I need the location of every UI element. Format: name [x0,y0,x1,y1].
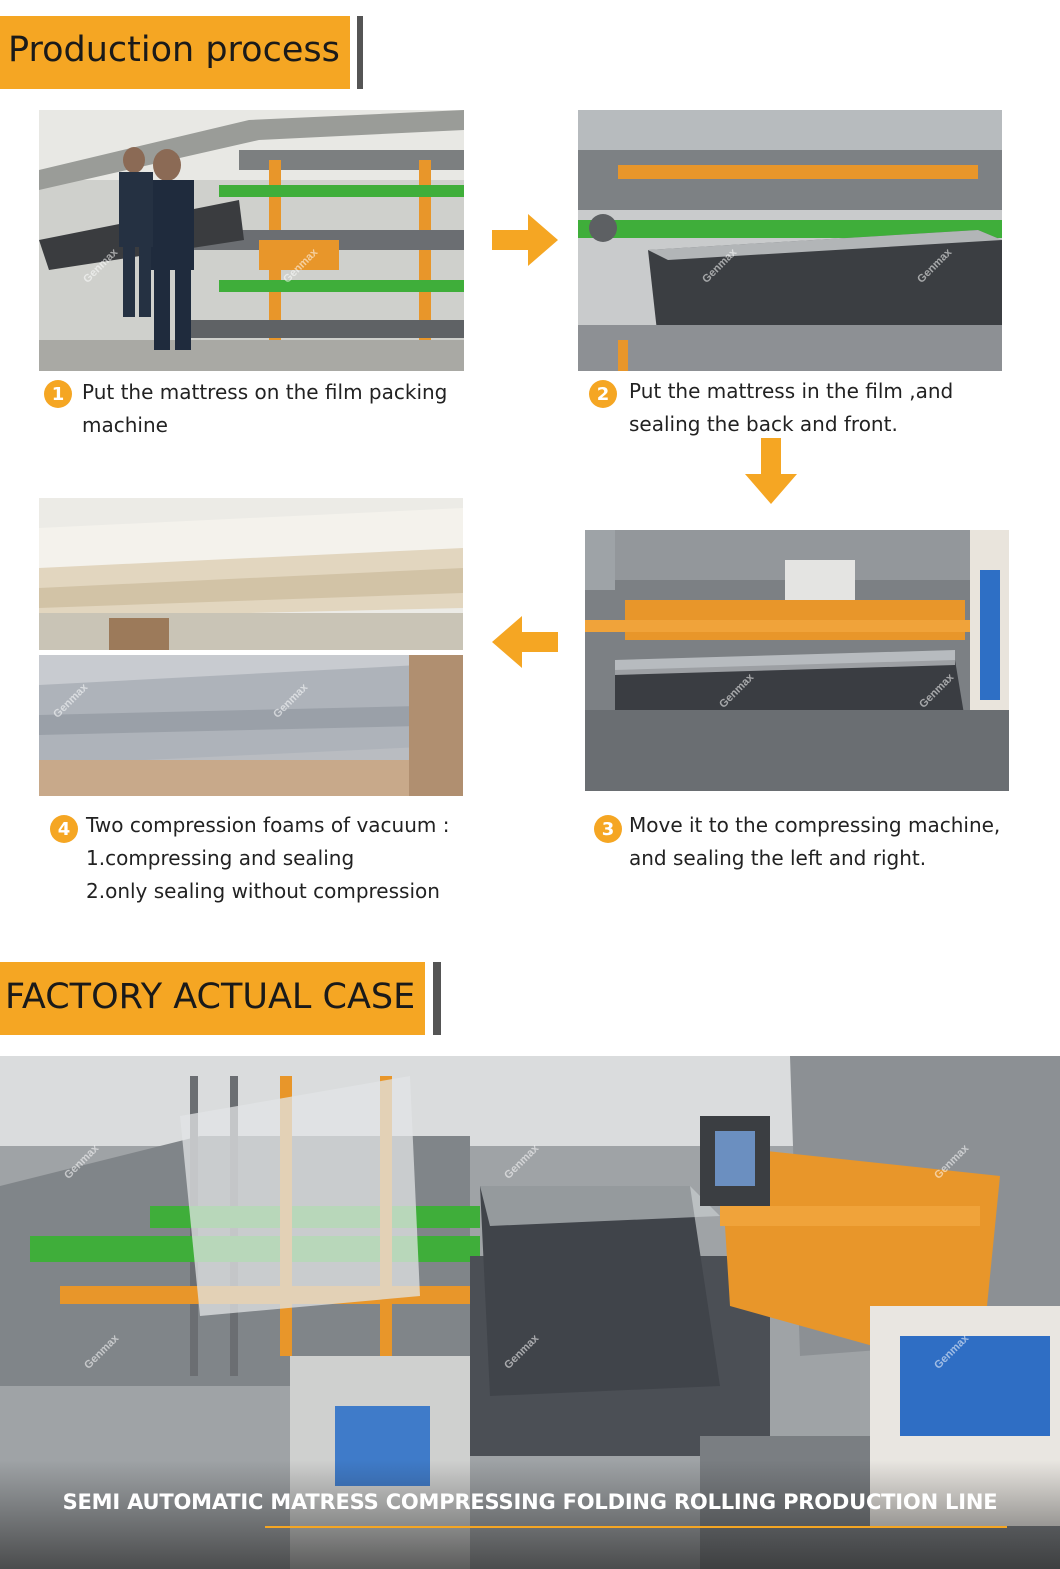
step-badge-4: 4 [50,815,78,843]
step-badge-3: 3 [594,815,622,843]
section-title-factory: FACTORY ACTUAL CASE [5,977,416,1017]
section-header-rule [433,962,441,1035]
section-header-bar [0,962,425,1035]
step-3-line-2: and sealing the left and right. [629,846,927,870]
photo-step-4-bottom: Genmax Genmax [39,655,463,796]
step-1-line-2: machine [82,413,168,437]
step-badge-2: 2 [589,380,617,408]
arrow-down-icon [745,438,797,504]
banner-underline [265,1526,1007,1528]
step-2-text: Put the mattress in the film ,and sealin… [629,375,953,441]
photo-step-2: Genmax Genmax [578,110,1002,371]
step-4-line-3: 2.only sealing without compression [86,879,440,903]
step-3-text: Move it to the compressing machine, and … [629,809,1000,875]
photo-step-4-top [39,498,463,650]
step-2-line-2: sealing the back and front. [629,412,898,436]
step-3-line-1: Move it to the compressing machine, [629,813,1001,837]
step-1-text: Put the mattress on the film packing mac… [82,376,447,442]
step-4-line-1: Two compression foams of vacuum : [86,813,450,837]
section-header-bar [0,16,350,89]
factory-photo: Genmax Genmax Genmax Genmax Genmax Genma… [0,1056,1060,1569]
step-4-line-2: 1.compressing and sealing [86,846,355,870]
photo-step-1: Genmax Genmax [39,110,464,371]
step-badge-1: 1 [44,380,72,408]
step-2-line-1: Put the mattress in the film ,and [629,379,954,403]
arrow-left-icon [492,616,558,668]
arrow-right-icon [492,214,558,266]
section-header-rule [357,16,363,89]
banner-caption: SEMI AUTOMATIC MATRESS COMPRESSING FOLDI… [62,1490,998,1514]
banner-caption-overlay [0,1460,1060,1569]
step-4-text: Two compression foams of vacuum : 1.comp… [86,809,449,908]
photo-step-3: Genmax Genmax [585,530,1009,791]
step-1-line-1: Put the mattress on the film packing [82,380,448,404]
page-title: Production process [8,30,340,70]
